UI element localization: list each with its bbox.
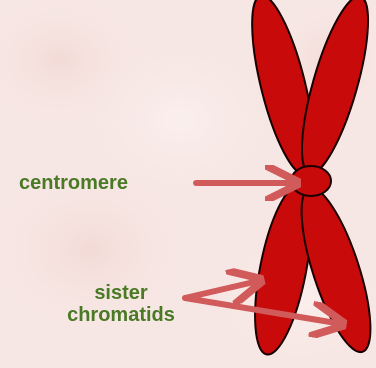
- sister-chromatids-label-line1: sister: [26, 282, 216, 304]
- centromere-knob: [291, 166, 331, 196]
- sister-chromatids-label-line2: chromatids: [26, 304, 216, 326]
- centromere-label: centromere: [19, 172, 128, 194]
- chromosome: [239, 0, 376, 359]
- sister-chromatids-label: sister chromatids: [26, 282, 216, 326]
